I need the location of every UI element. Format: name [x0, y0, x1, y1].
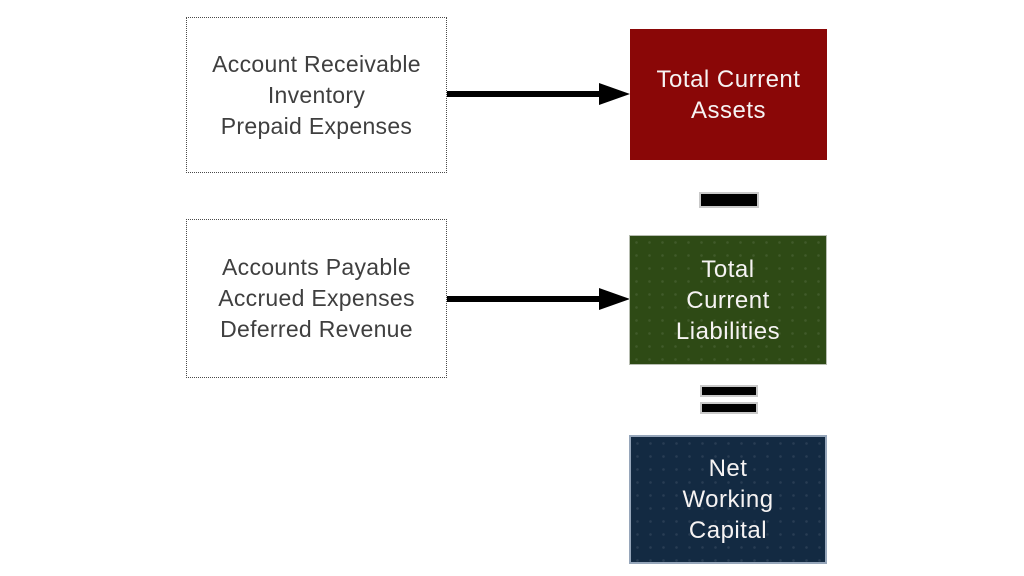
asset-components-box: Account Receivable Inventory Prepaid Exp… — [186, 17, 447, 173]
liability-components-line-2: Accrued Expenses — [218, 285, 415, 311]
liability-components-line-3: Deferred Revenue — [220, 316, 413, 342]
net-working-capital-line-3: Capital — [688, 517, 768, 544]
liability-components-line-1: Accounts Payable — [222, 254, 411, 280]
minus-icon — [699, 192, 759, 208]
arrow-right-icon — [447, 288, 630, 310]
net-working-capital-line-1: Net — [708, 455, 748, 482]
total-current-liabilities-line-3: Liabilities — [675, 317, 781, 345]
liability-components-box: Accounts Payable Accrued Expenses Deferr… — [186, 219, 447, 378]
asset-components-line-3: Prepaid Expenses — [220, 112, 413, 139]
equals-icon — [700, 385, 758, 397]
total-current-assets-line-2: Assets — [690, 96, 767, 124]
equals-icon — [700, 402, 758, 414]
total-current-liabilities-line-1: Total — [701, 255, 755, 283]
asset-components-line-1: Account Receivable — [212, 50, 421, 77]
total-current-liabilities-box: Total Current Liabilities — [629, 235, 827, 365]
arrow-right-icon — [447, 83, 630, 105]
net-working-capital-box: Net Working Capital — [629, 435, 827, 564]
total-current-assets-line-1: Total Current — [656, 65, 801, 93]
net-working-capital-line-2: Working — [682, 486, 774, 513]
asset-components-line-2: Inventory — [267, 81, 366, 108]
total-current-assets-box: Total Current Assets — [630, 29, 827, 160]
total-current-liabilities-line-2: Current — [686, 286, 770, 314]
